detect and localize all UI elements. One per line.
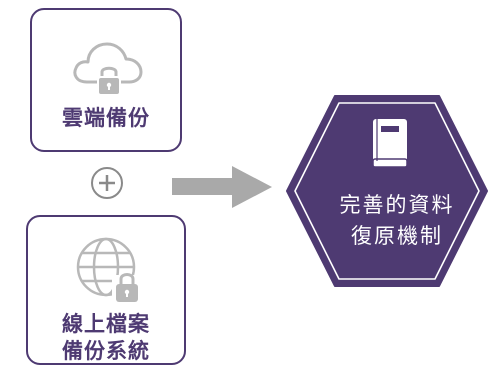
result-hexagon: [286, 95, 488, 287]
file-backup-card: 線上檔案 備份系統: [26, 215, 186, 365]
book-icon: [372, 119, 408, 168]
cloud-backup-label: 雲端備份: [62, 106, 150, 130]
plus-icon: [91, 167, 123, 199]
result-label-line-2: 復原機制: [351, 224, 443, 248]
cloud-lock-icon: [73, 42, 143, 96]
result-label-line-1: 完善的資料: [339, 193, 455, 217]
cloud-backup-card: 雲端備份: [30, 8, 182, 152]
globe-lock-icon: [76, 237, 142, 303]
file-backup-label-line-2: 備份系統: [62, 339, 150, 363]
file-backup-label-line-1: 線上檔案: [62, 312, 150, 336]
arrow-right-icon: [172, 166, 272, 208]
